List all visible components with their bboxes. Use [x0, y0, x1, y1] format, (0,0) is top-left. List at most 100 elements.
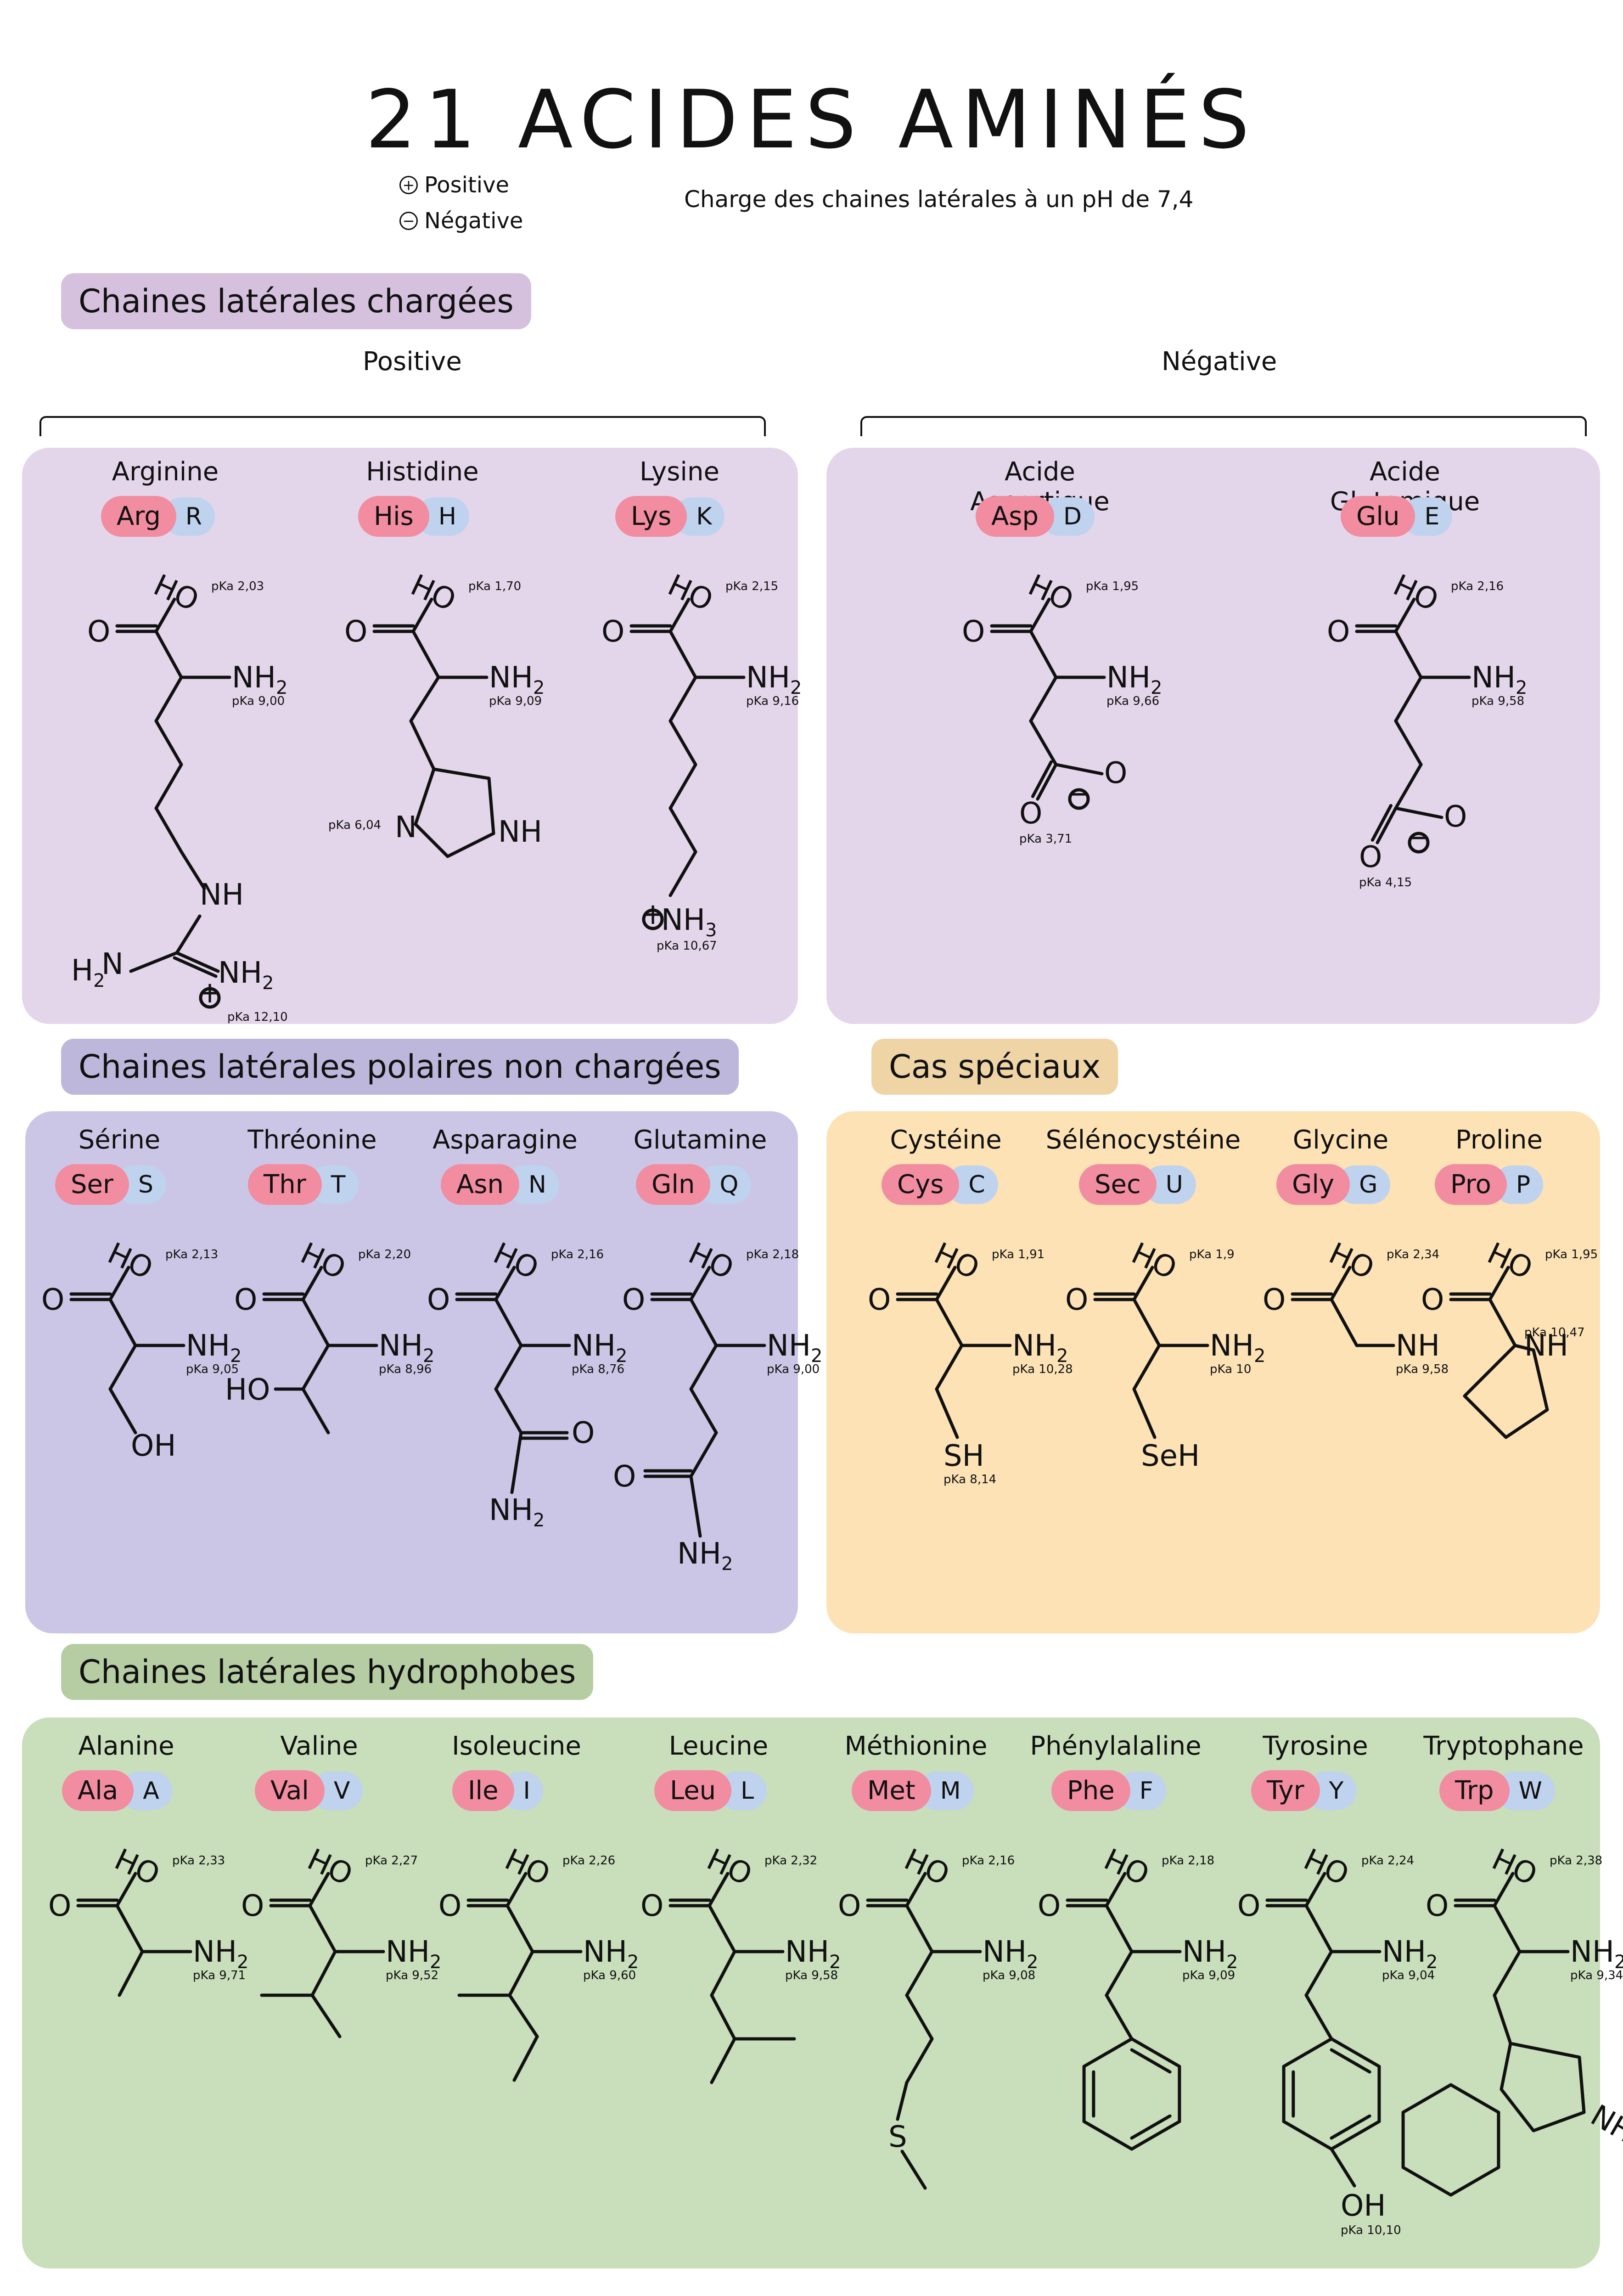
pka-carboxyl: pKa 2,33	[172, 1854, 225, 1868]
legend-positive: + Positive	[399, 172, 509, 198]
double-bond-line	[1036, 763, 1058, 801]
amino-acid-name: Phénylalaline	[1030, 1731, 1202, 1761]
pka-carboxyl: pKa 1,95	[1086, 580, 1139, 593]
c-alpha-bond	[411, 630, 440, 679]
bond-line	[301, 1387, 330, 1435]
oxygen-label: O	[1237, 1889, 1260, 1923]
side-chain-bond	[689, 1344, 718, 1391]
amino-acid-name: Sélénocystéine	[1045, 1125, 1241, 1155]
c-oh-bond	[905, 1872, 927, 1908]
amino-acid-name: Cystéine	[890, 1125, 1002, 1155]
minus-charge-icon	[1408, 832, 1430, 854]
oxygen-label: O	[1359, 840, 1382, 874]
bond-line	[1493, 1993, 1512, 2045]
three-letter-code: His	[358, 496, 429, 537]
bond-line	[1330, 2147, 1356, 2188]
pka-carboxyl: pKa 2,20	[358, 1248, 411, 1261]
pyrrole-ring	[1499, 2042, 1586, 2133]
c-alpha-bond	[154, 630, 183, 679]
amino-acid-name: Tryptophane	[1423, 1731, 1584, 1761]
plus-charge-icon	[199, 987, 221, 1009]
side-chain-bond	[154, 763, 183, 810]
amino-acid-name: Tyrosine	[1263, 1731, 1368, 1761]
pka-side-chain: pKa 12,10	[227, 1010, 288, 1024]
side-chain-bond	[1029, 675, 1058, 723]
oxygen-label: O	[1019, 797, 1042, 831]
bond-line	[180, 850, 206, 890]
bond-line	[710, 1950, 736, 1997]
c-alpha-bond	[1105, 1904, 1134, 1953]
nitrogen-label: N	[395, 810, 417, 844]
oxygen-label: O	[640, 1889, 663, 1923]
three-letter-code: Gln	[636, 1164, 711, 1205]
three-letter-code: Asn	[441, 1164, 519, 1205]
bond-line	[310, 1993, 342, 2038]
three-letter-code: Leu	[654, 1770, 732, 1811]
oxygen-label: O	[1263, 1283, 1286, 1317]
aromatic-bond	[1330, 2048, 1371, 2074]
amino-acid-name: Méthionine	[844, 1731, 988, 1761]
side-chain-bond	[1029, 719, 1058, 766]
amino-acid-name: Histidine	[366, 457, 479, 487]
imine-bond	[175, 951, 220, 973]
pka-side-chain: pKa 6,04	[328, 818, 381, 832]
c-oh-bond	[308, 1872, 330, 1908]
c-alpha-bond	[1330, 1298, 1359, 1347]
three-letter-code: Glu	[1341, 496, 1415, 537]
group-label-negative: Négative	[1162, 347, 1277, 377]
negative-panel	[826, 448, 1600, 1024]
aromatic-bond	[1130, 2048, 1172, 2074]
bond-line	[510, 1431, 523, 1494]
amino-acid-name: Arginine	[112, 457, 219, 487]
bond-line	[301, 1344, 330, 1391]
plus-charge-icon-symbol: +	[197, 976, 222, 1010]
oxygen-label: O	[344, 615, 367, 649]
three-letter-code: Pro	[1435, 1164, 1507, 1205]
pka-amino: pKa 10,47	[1524, 1326, 1585, 1339]
pka-amino: pKa 8,96	[379, 1362, 432, 1376]
oxygen-label: O	[241, 1889, 264, 1923]
pka-carboxyl: pKa 2,24	[1361, 1854, 1414, 1868]
pka-carboxyl: pKa 2,15	[725, 580, 778, 593]
pka-amino: pKa 9,16	[746, 694, 799, 708]
pka-side-chain: pKa 10,67	[657, 939, 717, 953]
plus-charge-icon-symbol: +	[640, 897, 665, 931]
oxygen-label: O	[622, 1283, 645, 1317]
c-alpha-bond	[1493, 1904, 1522, 1953]
c-alpha-bond	[308, 1904, 337, 1953]
side-chain-bond	[905, 1993, 934, 2041]
aromatic-bond	[1330, 2114, 1371, 2140]
imidazole-ring	[414, 767, 495, 858]
section-header-charged: Chaines latérales chargées	[61, 273, 531, 329]
minus-charge-icon	[1068, 788, 1090, 810]
oxygen-label: O	[87, 615, 110, 649]
amino-acid-name: Proline	[1455, 1125, 1543, 1155]
oxygen-label: O	[601, 615, 624, 649]
c-oh-bond	[411, 597, 433, 633]
oxygen-label: O	[1104, 756, 1127, 790]
pka-side-chain: pKa 10,10	[1341, 2223, 1401, 2237]
side-chain-bond	[668, 675, 697, 723]
bond-line	[1394, 806, 1443, 819]
pka-carboxyl: pKa 2,32	[764, 1854, 817, 1868]
bond-line	[689, 1474, 702, 1538]
pka-amino: pKa 9,00	[767, 1362, 820, 1376]
oxygen-label: O	[1327, 615, 1350, 649]
legend-positive-label: Positive	[424, 172, 510, 198]
three-letter-code: Lys	[615, 496, 687, 537]
pka-amino: pKa 9,08	[983, 1969, 1035, 1982]
side-chain-bond	[154, 675, 183, 723]
pka-carboxyl: pKa 2,34	[1387, 1248, 1439, 1261]
hydroxyl-label: OH	[131, 1429, 176, 1463]
amino-label: NH	[1524, 1329, 1568, 1363]
aromatic-bond	[1130, 2114, 1172, 2140]
